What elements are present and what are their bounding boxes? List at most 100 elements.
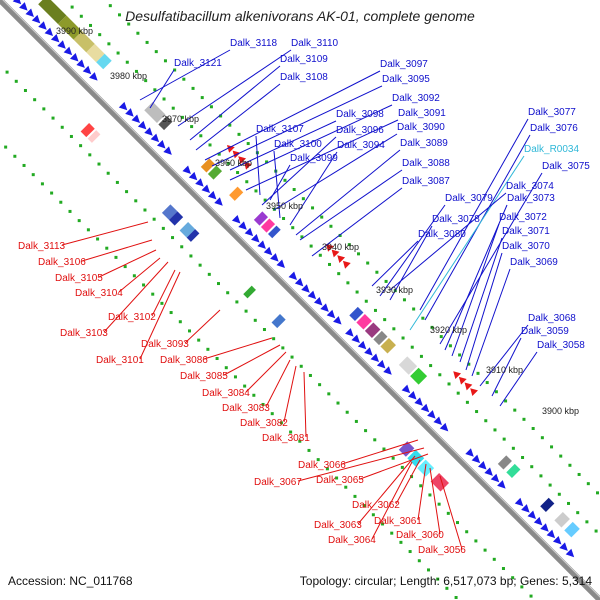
leader-line xyxy=(417,463,427,521)
leader-line xyxy=(273,133,398,211)
tick-dot xyxy=(383,318,387,322)
tick-dot xyxy=(60,125,64,129)
tick-dot xyxy=(160,301,164,305)
accession-text: Accession: NC_011768 xyxy=(8,574,133,588)
leader-line xyxy=(118,257,161,293)
leader-line xyxy=(184,309,221,344)
tick-dot xyxy=(107,42,111,46)
tick-dot xyxy=(191,86,195,90)
forward-gene-arrow xyxy=(333,316,342,325)
feature-block-lower xyxy=(179,222,196,238)
tick-dot xyxy=(228,123,232,127)
gene-label-dalk-3105: Dalk_3105 xyxy=(55,273,103,284)
tick-dot xyxy=(329,224,333,228)
leader-line xyxy=(357,455,416,525)
tick-dot xyxy=(13,154,17,158)
tick-dot xyxy=(568,463,572,467)
tick-dot xyxy=(40,182,44,186)
gene-label-dalk-3076: Dalk_3076 xyxy=(530,123,578,134)
forward-gene-arrow xyxy=(490,473,500,483)
label-leader-lines xyxy=(61,49,543,550)
feature-block xyxy=(57,15,83,40)
forward-gene-arrow xyxy=(195,178,204,187)
tick-dot xyxy=(208,143,212,147)
tick-dot xyxy=(279,421,283,425)
forward-gene-arrow xyxy=(408,391,417,400)
tick-dot xyxy=(115,180,119,184)
tick-dot xyxy=(548,483,552,487)
reverse-gene-arrow xyxy=(243,161,252,170)
forward-gene-arrow xyxy=(19,2,28,11)
leader-line xyxy=(189,65,281,141)
gene-label-dalk-3118: Dalk_3118 xyxy=(230,38,278,49)
forward-gene-arrow xyxy=(465,448,474,457)
feature-block-lower xyxy=(186,229,200,242)
tick-dot xyxy=(594,529,598,533)
leader-line xyxy=(341,439,419,465)
forward-gene-arrow xyxy=(546,529,556,539)
tick-dot xyxy=(381,522,385,526)
tick-dot xyxy=(132,274,136,278)
tick-dot xyxy=(118,13,122,17)
tick-dot xyxy=(116,51,120,55)
feature-block-lower xyxy=(243,285,256,299)
scale-label: 3960 kbp xyxy=(215,158,252,168)
tick-dot xyxy=(318,383,322,387)
tick-dot xyxy=(171,106,175,110)
reverse-gene-arrow xyxy=(337,255,346,264)
tick-dot xyxy=(454,596,458,600)
forward-gene-arrow xyxy=(527,510,536,520)
tick-dot xyxy=(320,215,324,219)
leader-line xyxy=(359,453,429,480)
tick-dot xyxy=(382,447,386,451)
leader-line xyxy=(295,149,401,236)
tick-dot xyxy=(366,261,370,265)
forward-gene-arrow xyxy=(521,504,530,513)
forward-gene-arrow xyxy=(270,253,279,262)
gene-label-dalk-3069: Dalk_3069 xyxy=(510,257,558,268)
tick-dot xyxy=(272,337,276,341)
leader-line xyxy=(139,271,181,360)
forward-gene-arrow xyxy=(433,416,442,425)
gene-label-dalk-3113: Dalk_3113 xyxy=(18,241,66,252)
forward-gene-arrow xyxy=(82,65,92,75)
tick-dot xyxy=(585,520,589,524)
leader-line xyxy=(499,351,538,407)
tick-dot xyxy=(465,530,469,534)
gene-label-dalk-3083: Dalk_3083 xyxy=(222,403,270,414)
tick-dot xyxy=(300,235,304,239)
tick-dot xyxy=(69,134,73,138)
gene-label-dalk-3059: Dalk_3059 xyxy=(521,326,569,337)
feature-block xyxy=(96,53,112,70)
gene-label-dalk-3070: Dalk_3070 xyxy=(502,241,550,252)
tick-dot xyxy=(233,375,237,379)
feature-block xyxy=(200,158,215,173)
tick-dot xyxy=(501,567,505,571)
leader-line xyxy=(61,221,149,246)
forward-gene-arrow xyxy=(370,353,380,363)
feature-block-lower xyxy=(168,211,184,226)
reverse-gene-arrow xyxy=(470,388,479,396)
forward-gene-arrow xyxy=(364,347,373,356)
tick-dot xyxy=(261,402,265,406)
tick-dot xyxy=(576,511,580,515)
feature-block xyxy=(229,186,244,201)
leader-line xyxy=(177,49,292,127)
gene-label-dalk-3109: Dalk_3109 xyxy=(280,54,328,65)
forward-gene-arrow xyxy=(376,359,386,369)
scale-label: 3920 kbp xyxy=(430,325,467,335)
tick-dot xyxy=(88,153,92,157)
tick-dot xyxy=(5,70,9,74)
leader-line xyxy=(103,261,169,333)
tick-dot xyxy=(33,98,37,102)
leader-line xyxy=(311,187,403,257)
tick-dot xyxy=(439,335,443,339)
tick-dot xyxy=(458,353,462,357)
leader-line xyxy=(471,268,511,377)
tick-dot xyxy=(169,311,173,315)
gene-label-dalk-3060: Dalk_3060 xyxy=(396,530,444,541)
feature-tracks xyxy=(12,0,580,558)
leader-line xyxy=(395,459,421,505)
forward-gene-arrow xyxy=(559,542,568,551)
